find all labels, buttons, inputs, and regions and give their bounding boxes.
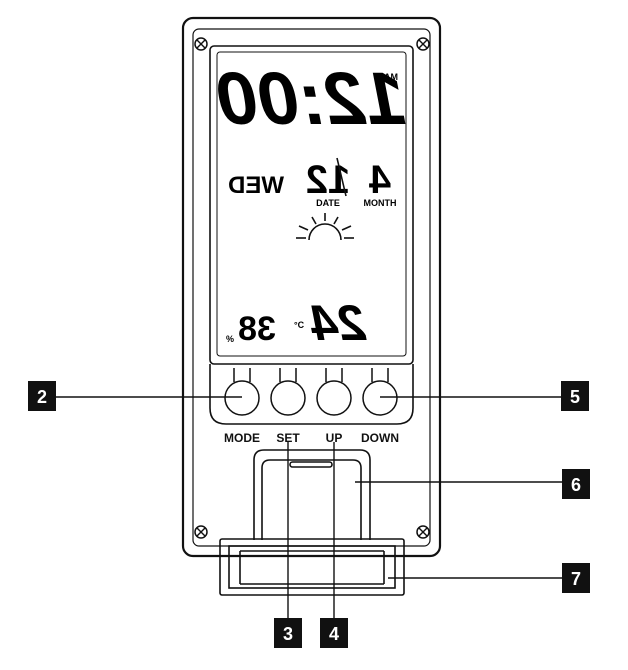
svg-text:4: 4 bbox=[329, 624, 339, 644]
time-display: 12:00 bbox=[217, 57, 406, 140]
set-button[interactable] bbox=[270, 368, 306, 416]
down-button-label: DOWN bbox=[361, 431, 399, 445]
up-button-label: UP bbox=[326, 431, 343, 445]
screw-top-right-icon bbox=[416, 37, 430, 51]
callout-leaders bbox=[56, 396, 562, 618]
button-panel bbox=[209, 364, 414, 425]
temperature-display: 24 bbox=[310, 295, 367, 351]
svg-text:6: 6 bbox=[571, 475, 581, 495]
humidity-display: 38 bbox=[238, 310, 276, 348]
svg-text:2: 2 bbox=[37, 387, 47, 407]
screw-bottom-left-icon bbox=[194, 525, 208, 539]
set-button-label: SET bbox=[276, 431, 300, 445]
callout-6: 6 bbox=[562, 469, 590, 499]
screw-top-left-icon bbox=[194, 37, 208, 51]
lcd-panel bbox=[209, 45, 414, 365]
callout-5: 5 bbox=[561, 381, 589, 411]
callout-7: 7 bbox=[562, 563, 590, 593]
callout-2: 2 bbox=[28, 381, 56, 411]
sun-partly-icon bbox=[296, 213, 354, 241]
humidity-unit: % bbox=[226, 334, 234, 344]
callout-4: 4 bbox=[320, 618, 348, 648]
date-label: DATE bbox=[316, 198, 340, 208]
screw-bottom-right-icon bbox=[416, 525, 430, 539]
down-button[interactable] bbox=[362, 368, 398, 416]
temperature-unit: °C bbox=[294, 320, 305, 330]
stand-base bbox=[219, 538, 405, 596]
callout-3: 3 bbox=[274, 618, 302, 648]
month-date-separator bbox=[336, 157, 347, 197]
battery-compartment bbox=[253, 449, 371, 540]
day-display: WED bbox=[228, 172, 284, 199]
svg-text:5: 5 bbox=[570, 387, 580, 407]
svg-text:3: 3 bbox=[283, 624, 293, 644]
mode-button[interactable] bbox=[224, 368, 260, 416]
up-button[interactable] bbox=[316, 368, 352, 416]
svg-text:7: 7 bbox=[571, 569, 581, 589]
mode-button-label: MODE bbox=[224, 431, 260, 445]
month-display: 4 bbox=[368, 158, 391, 202]
month-label: MONTH bbox=[364, 198, 397, 208]
am-indicator: AM bbox=[384, 72, 398, 82]
date-display: 12 bbox=[306, 158, 351, 202]
